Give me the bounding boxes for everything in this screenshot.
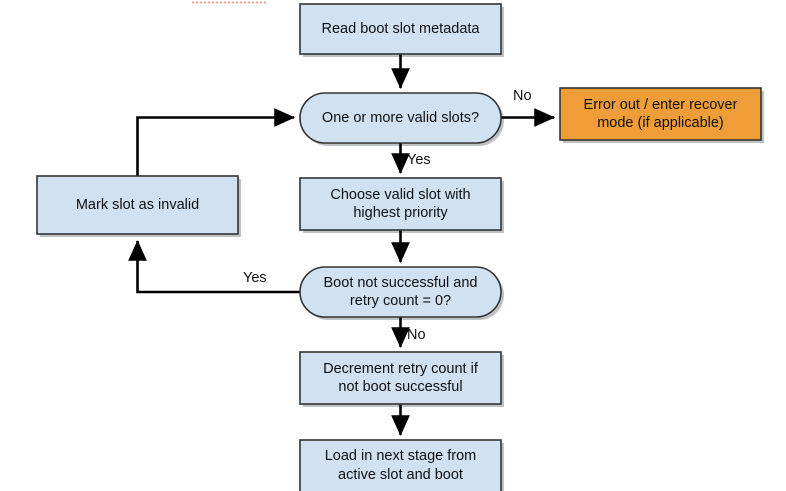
node-error-out-enter-recover-mode[interactable]: [559, 87, 762, 141]
node-load-next-stage-and-boot[interactable]: [299, 439, 502, 491]
node-mark-slot-as-invalid[interactable]: [36, 175, 239, 235]
node-shadows: [40, 7, 764, 491]
edge-mark-invalid-to-valid-slots: [136, 108, 296, 176]
flow-nodes: [36, 3, 762, 491]
node-choose-valid-slot-highest-priority[interactable]: [299, 177, 502, 231]
edge-boot-check-yes-to-mark-invalid: [128, 239, 300, 294]
node-boot-not-successful-retry-zero[interactable]: [299, 266, 502, 318]
node-decrement-retry-count[interactable]: [299, 351, 502, 405]
node-one-or-more-valid-slots[interactable]: [299, 92, 502, 144]
node-read-boot-slot-metadata[interactable]: [299, 3, 502, 55]
flow-edges: [128, 54, 556, 437]
